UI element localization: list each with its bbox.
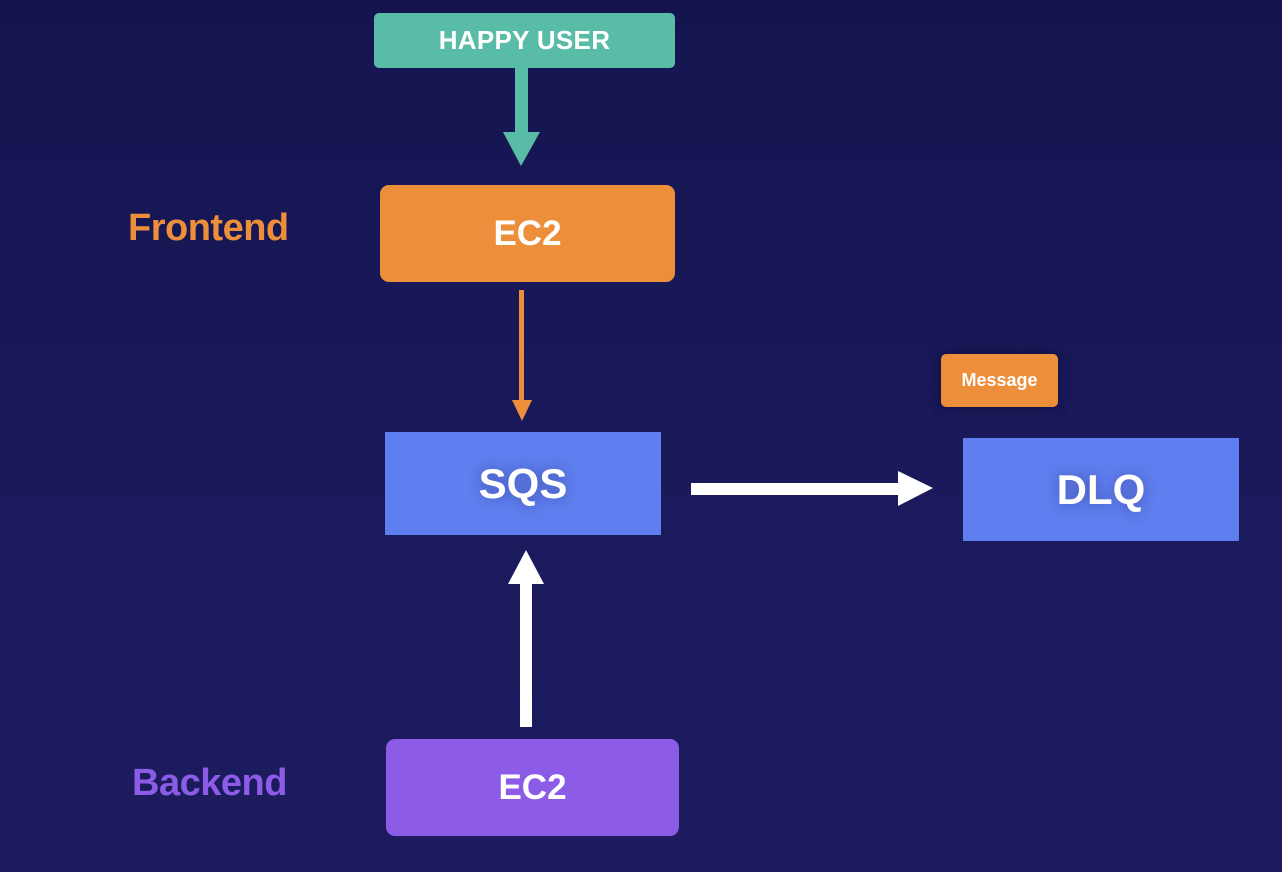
arrow-backend-to-sqs [508, 550, 544, 727]
backend-label: Backend [132, 762, 287, 804]
arrow-frontend-to-sqs [512, 290, 532, 421]
happy-user-node: HAPPY USER [374, 13, 675, 68]
arrow-sqs-to-dlq [691, 471, 933, 506]
backend-ec2-node: EC2 [386, 739, 679, 836]
sqs-node: SQS [385, 432, 661, 535]
frontend-label: Frontend [128, 207, 289, 249]
dlq-node: DLQ [963, 438, 1239, 541]
frontend-ec2-node: EC2 [380, 185, 675, 282]
message-chip: Message [941, 354, 1058, 407]
arrow-user-to-frontend [503, 68, 540, 166]
